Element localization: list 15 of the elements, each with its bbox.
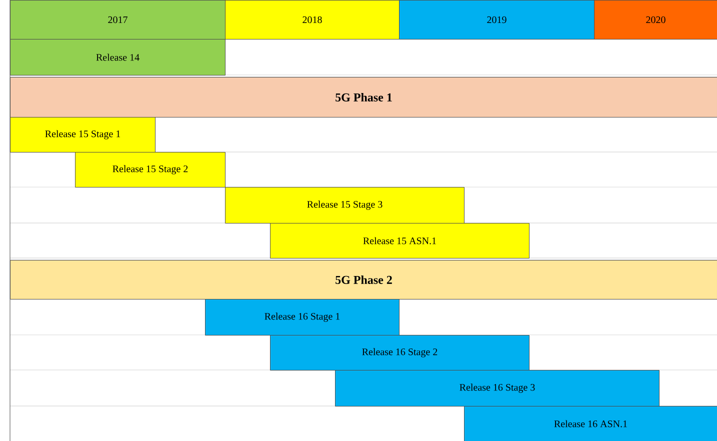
phase-band: 5G Phase 1 xyxy=(10,77,717,118)
timeline-bar: Release 15 Stage 2 xyxy=(75,152,226,188)
year-header-cell: 2018 xyxy=(225,0,400,40)
timeline-bar: Release 16 Stage 2 xyxy=(270,335,530,370)
timeline-bar: Release 16 ASN.1 xyxy=(464,406,717,441)
timeline-bar: Release 16 Stage 1 xyxy=(205,299,400,336)
timeline-bar: Release 16 Stage 3 xyxy=(335,370,660,406)
year-header-cell: 2020 xyxy=(594,0,717,40)
year-header-cell: 2017 xyxy=(10,0,226,40)
timeline-bar: Release 15 Stage 1 xyxy=(10,117,156,152)
timeline-bar: Release 15 Stage 3 xyxy=(225,187,464,224)
timeline-bar: Release 14 xyxy=(10,39,226,76)
timeline-bar: Release 15 ASN.1 xyxy=(270,223,530,258)
year-header-cell: 2019 xyxy=(399,0,594,40)
phase-band: 5G Phase 2 xyxy=(10,260,717,300)
